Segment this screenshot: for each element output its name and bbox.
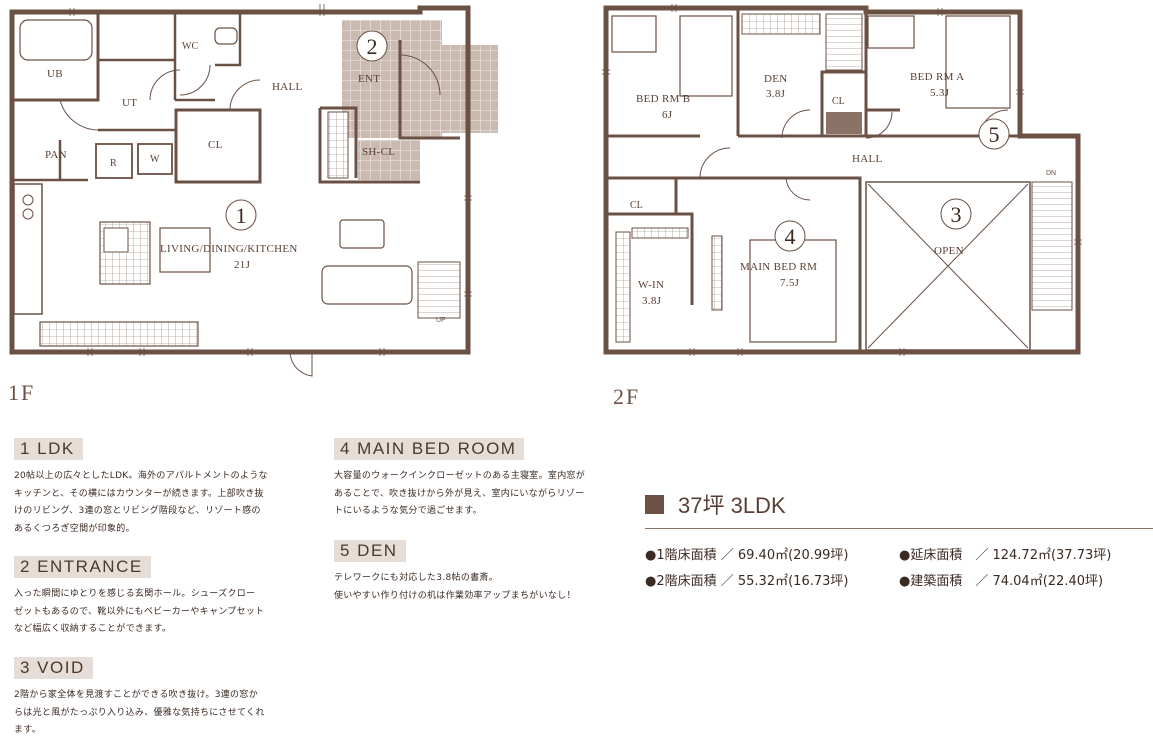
room-label-cl-1f: CL	[208, 139, 223, 151]
room-label-shcl: SH-CL	[362, 146, 395, 158]
section-entrance: 2 ENTRANCE 入った瞬間にゆとりを感じる玄関ホール。シューズクロー ゼッ…	[14, 556, 314, 639]
first-floor-plan	[9, 5, 498, 377]
svg-text:3: 3	[951, 202, 962, 227]
floor-label-2f: 2F	[613, 384, 640, 409]
section-text: 入った瞬間にゆとりを感じる玄関ホール。シューズクロー ゼットもあるので、靴以外に…	[14, 589, 265, 634]
room-label-ent: ENT	[358, 73, 380, 85]
section-heading: 4 MAIN BED ROOM	[334, 438, 525, 460]
room-size-w-in: 3.8J	[642, 295, 662, 307]
room-label-main-bed: MAIN BED RM	[740, 261, 817, 273]
room-size-den: 3.8J	[766, 88, 786, 100]
section-heading: 5 DEN	[334, 540, 406, 562]
section-text: 2階から家全体を見渡すことができる吹き抜け。3連の窓か らは光と風がたっぷり入り…	[14, 690, 265, 735]
stat-1f-floor-area: ●1階床面積 ／ 69.40㎡(20.99坪)	[645, 548, 849, 563]
room-label-w-in: W-IN	[638, 279, 664, 291]
section-heading: 1 LDK	[14, 438, 83, 460]
stairs-up-label: UP	[436, 317, 446, 324]
section-heading: 2 ENTRANCE	[14, 556, 151, 578]
floor-plans: UB WC UT HALL ENT PAN R W CL SH-CL LIVIN…	[8, 4, 1082, 409]
section-heading: 3 VOID	[14, 657, 93, 679]
section-void: 3 VOID 2階から家全体を見渡すことができる吹き抜け。3連の窓か らは光と風…	[14, 657, 314, 740]
room-label-r: R	[110, 158, 117, 169]
summary-title-row: 37坪 3LDK	[645, 488, 1153, 529]
room-label-hall-2f: HALL	[852, 153, 883, 165]
section-main-bed-room: 4 MAIN BED ROOM 大容量のウォークインクローゼットのある主寝室。室…	[334, 438, 634, 521]
summary-title: 37坪 3LDK	[678, 493, 786, 518]
room-label-cl-2f-left: CL	[630, 200, 643, 211]
section-text: 大容量のウォークインクローゼットのある主寝室。室内窓が あることで、吹き抜けから…	[334, 471, 586, 516]
room-size-ldk: 21J	[234, 259, 251, 271]
summary-stats: ●1階床面積 ／ 69.40㎡(20.99坪) ●延床面積 ／ 124.72㎡(…	[645, 543, 1153, 595]
room-label-bed-a: BED RM A	[910, 71, 964, 83]
svg-text:4: 4	[785, 224, 796, 249]
marker-2: 2	[356, 30, 388, 62]
room-label-cl-2f-top: CL	[832, 96, 845, 107]
marker-4: 4	[774, 220, 806, 252]
second-floor-plan	[603, 5, 1081, 355]
room-size-bed-a: 5.3J	[930, 87, 950, 99]
room-label-wc: WC	[182, 41, 198, 52]
svg-text:1: 1	[236, 203, 247, 228]
room-label-ub: UB	[47, 68, 63, 80]
room-label-open: OPEN	[934, 245, 964, 257]
floor-label-1f: 1F	[8, 380, 35, 405]
svg-text:2: 2	[367, 34, 378, 59]
floor-area-summary: 37坪 3LDK ●1階床面積 ／ 69.40㎡(20.99坪) ●延床面積 ／…	[645, 488, 1153, 595]
room-size-main-bed: 7.5J	[780, 277, 800, 289]
stat-total-floor-area: ●延床面積 ／ 124.72㎡(37.73坪)	[899, 548, 1112, 563]
marker-5: 5	[978, 118, 1010, 150]
room-label-bed-b: BED RM B	[636, 93, 690, 105]
marker-3: 3	[940, 198, 972, 230]
square-bullet-icon	[645, 494, 664, 514]
section-text: テレワークにも対応した3.8帖の書斎。 使いやすい作り付けの机は作業効率アップま…	[334, 573, 576, 601]
section-den: 5 DEN テレワークにも対応した3.8帖の書斎。 使いやすい作り付けの机は作業…	[334, 540, 634, 605]
room-label-w: W	[150, 154, 160, 165]
room-size-bed-b: 6J	[662, 109, 673, 121]
room-label-ut: UT	[122, 97, 137, 109]
svg-text:5: 5	[989, 122, 1000, 147]
stairs-down-label: DN	[1046, 170, 1056, 177]
stat-building-area: ●建築面積 ／ 74.04㎡(22.40坪)	[899, 574, 1104, 589]
marker-1: 1	[225, 199, 257, 231]
section-text: 20帖以上の広々としたLDK。海外のアパルトメントのような キッチンと、その横に…	[14, 471, 268, 534]
stat-2f-floor-area: ●2階床面積 ／ 55.32㎡(16.73坪)	[645, 574, 849, 589]
room-label-pan: PAN	[45, 149, 67, 161]
room-label-ldk: LIVING/DINING/KITCHEN	[160, 243, 298, 255]
window-marks	[69, 4, 1082, 356]
room-label-hall-1f: HALL	[272, 81, 303, 93]
room-label-den: DEN	[764, 73, 788, 85]
section-ldk: 1 LDK 20帖以上の広々としたLDK。海外のアパルトメントのような キッチン…	[14, 438, 314, 538]
